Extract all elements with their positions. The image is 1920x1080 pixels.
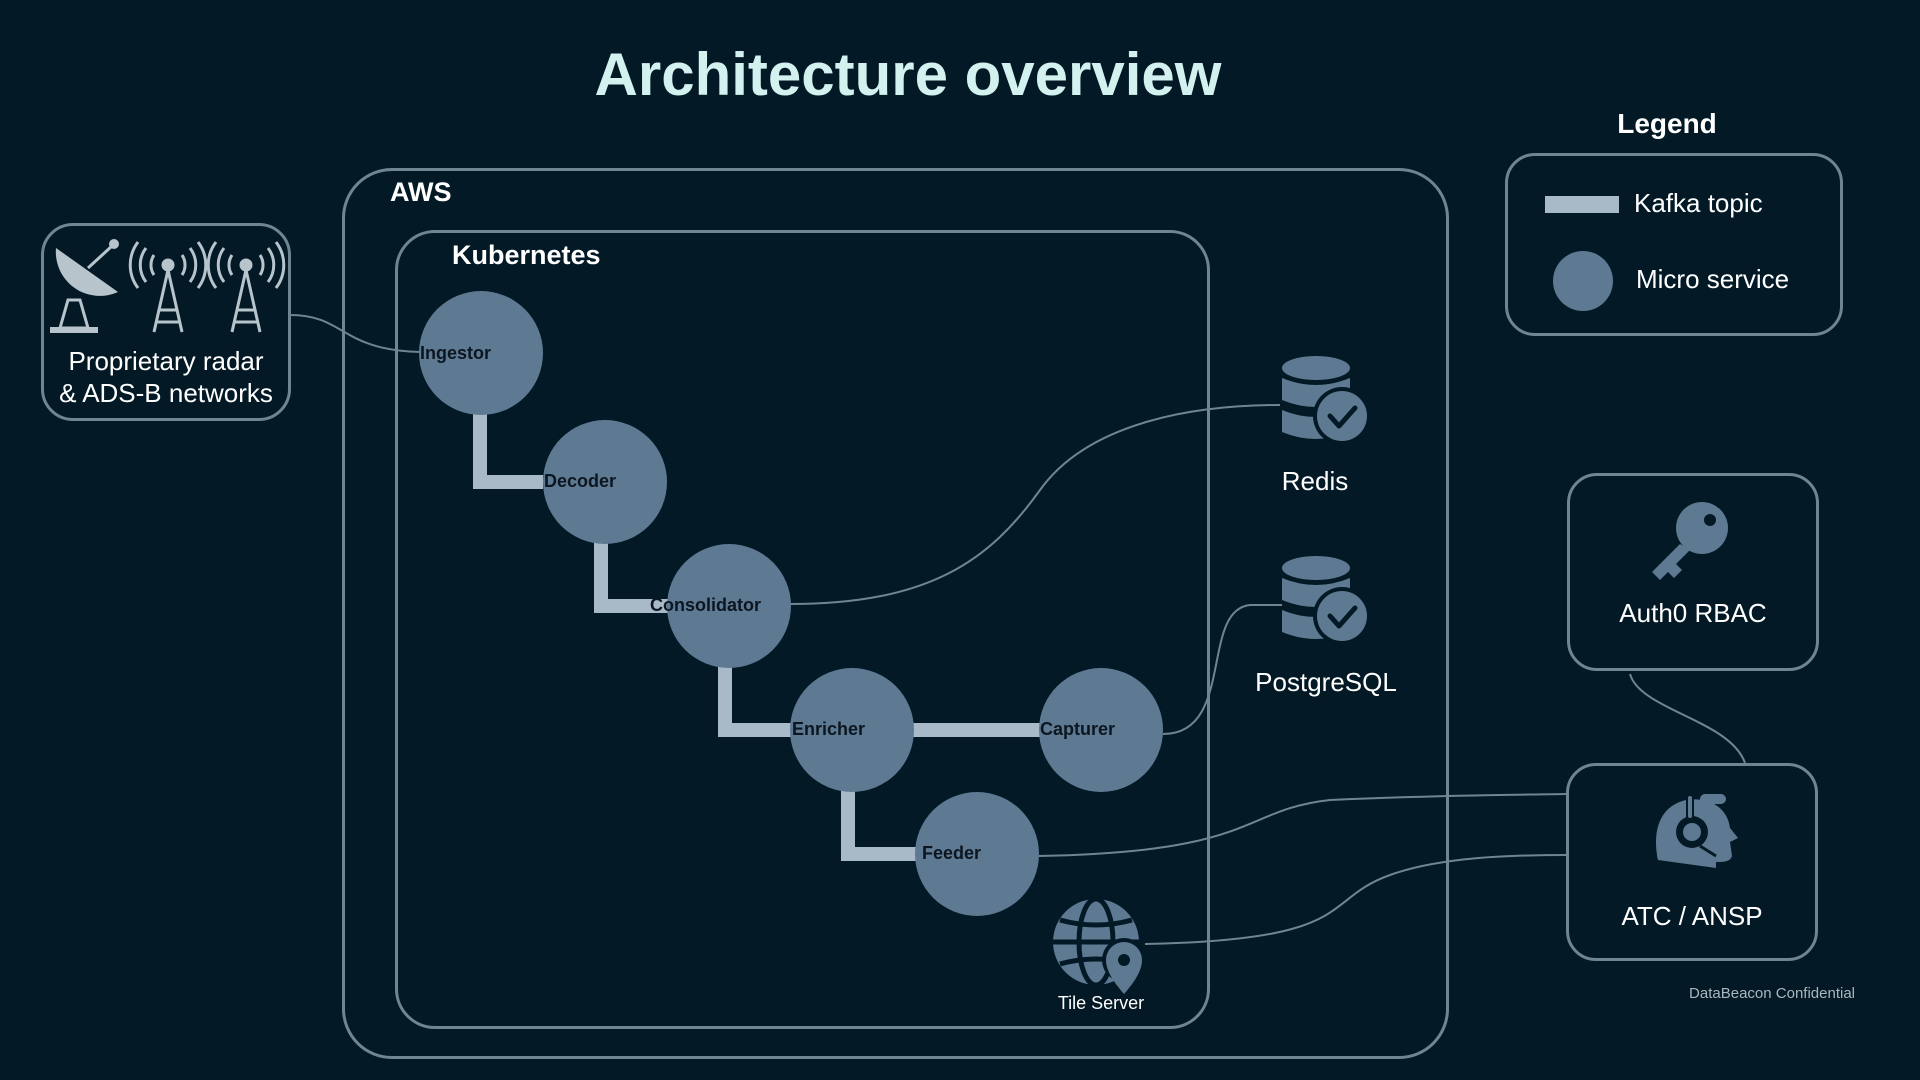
postgres-label: PostgreSQL [1255,667,1397,697]
service-feeder[interactable] [915,792,1039,916]
decoder-label: Decoder [544,471,617,491]
service-consolidator[interactable] [667,544,791,668]
consolidator-to-redis [789,404,1281,605]
legend-title: Legend [1617,108,1717,139]
source-label-line2: & ADS-B networks [59,378,273,408]
connections [289,314,1746,945]
consolidator-label: Consolidator [650,595,761,615]
database-check-icon [1282,356,1371,445]
tileserver-to-atc [1144,854,1568,945]
atc-label: ATC / ANSP [1621,901,1763,931]
radio-tower-icon [206,241,286,333]
topic-consolidator-enricher [718,664,792,737]
key-icon [1652,502,1728,580]
service-capturer[interactable] [1039,668,1163,792]
auth-label: Auth0 RBAC [1619,598,1767,628]
redis-label: Redis [1281,466,1349,496]
service-ingestor[interactable] [419,291,543,415]
aws-container [342,168,1449,1059]
service-enricher[interactable] [790,668,914,792]
topic-ingestor-decoder [473,410,543,489]
legend-kafka-swatch [1545,196,1619,213]
legend-kafka-label: Kafka topic [1634,188,1763,218]
auth-box[interactable] [1567,473,1819,671]
capturer-to-postgres [1162,604,1282,735]
globe-pin-icon [1053,896,1146,994]
feeder-label: Feeder [922,843,982,863]
kubernetes-container [395,230,1210,1029]
capturer-label: Capturer [1040,719,1116,739]
aws-title: AWS [390,177,452,207]
atc-box[interactable] [1566,763,1818,961]
source-label-line1: Proprietary radar [68,346,264,376]
confidential-footer: DataBeacon Confidential [1689,985,1855,1002]
kafka-topics [473,410,1040,861]
source-box[interactable] [41,223,291,421]
kubernetes-title: Kubernetes [452,240,601,270]
tile-server-label: Tile Server [1057,993,1145,1013]
topic-enricher-feeder [841,788,917,861]
enricher-label: Enricher [792,719,866,739]
legend-service-swatch [1553,251,1613,311]
services [419,291,1163,916]
feeder-to-atc [1038,793,1568,857]
atc-operator-icon [1656,794,1738,868]
radio-tower-icon [128,241,208,333]
legend-service-label: Micro service [1636,264,1790,294]
database-check-icon [1282,556,1371,645]
service-decoder[interactable] [543,420,667,544]
page-title: Architecture overview [594,41,1222,108]
legend-box [1505,153,1843,336]
topic-decoder-consolidator [594,541,668,613]
ingestor-label: Ingestor [420,343,492,363]
auth-to-atc [1629,673,1746,764]
radar-dish-icon [50,239,119,333]
source-label: Proprietary radar & ADS-B networks [41,345,291,409]
